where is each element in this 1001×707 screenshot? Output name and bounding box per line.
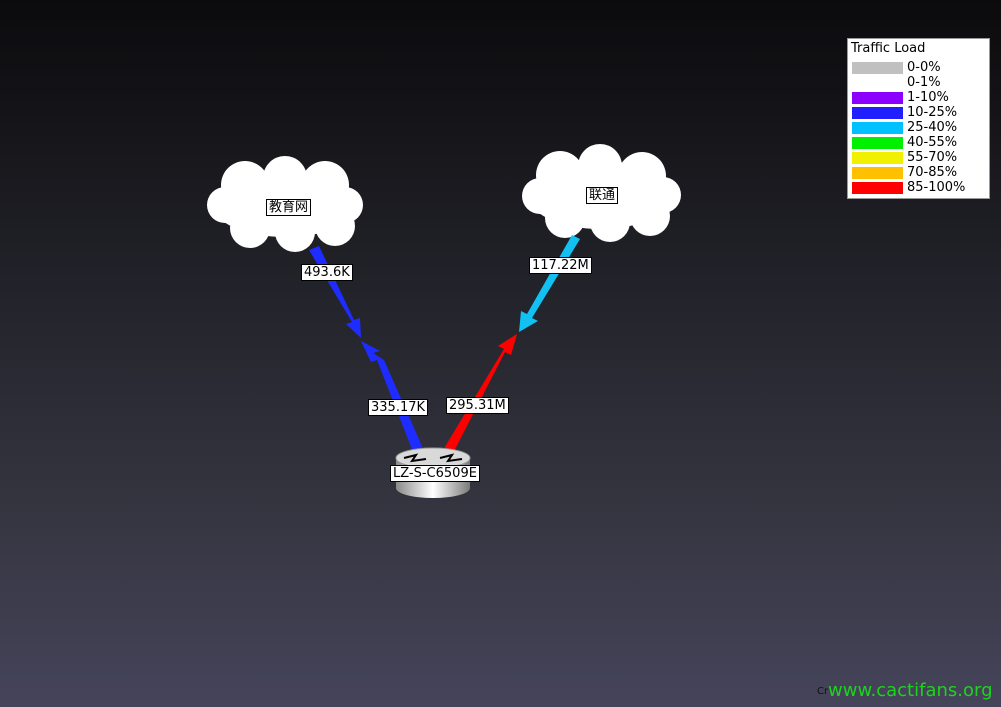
cloud-left-label: 教育网 [266, 199, 312, 216]
link-right-out-label: 295.31M [446, 397, 509, 414]
link-left-out-label: 335.17K [368, 399, 429, 416]
link-left-in-label: 493.6K [301, 264, 353, 281]
legend-item: 0-1% [852, 76, 988, 90]
watermark: www.cactifans.org [828, 680, 993, 701]
legend-label: 25-40% [907, 120, 958, 135]
legend-label: 0-1% [907, 75, 941, 90]
legend-swatch [852, 107, 903, 119]
legend-label: 1-10% [907, 90, 949, 105]
legend-label: 55-70% [907, 150, 958, 165]
legend-swatch [852, 167, 903, 179]
link-right-out-arrow[interactable] [440, 334, 517, 459]
legend-swatch [852, 122, 903, 134]
legend-item: 1-10% [852, 91, 988, 105]
footer-credit: Cr [817, 686, 829, 697]
router-label: LZ-S-C6509E [390, 465, 480, 482]
legend-swatch [852, 152, 903, 164]
legend-item: 0-0% [852, 61, 988, 75]
legend-swatch [852, 137, 903, 149]
legend-title: Traffic Load [851, 41, 926, 56]
legend-item: 40-55% [852, 136, 988, 150]
legend-item: 85-100% [852, 181, 988, 195]
legend-label: 85-100% [907, 180, 966, 195]
cloud-right-icon[interactable] [522, 144, 681, 242]
legend-item: 70-85% [852, 166, 988, 180]
legend-item: 55-70% [852, 151, 988, 165]
cloud-left-icon[interactable] [207, 156, 363, 252]
router-icon[interactable] [395, 447, 471, 498]
legend-item: 10-25% [852, 106, 988, 120]
legend-label: 10-25% [907, 105, 958, 120]
legend-label: 0-0% [907, 60, 941, 75]
legend-swatch [852, 62, 903, 74]
legend-swatch [852, 182, 903, 194]
traffic-load-legend: Traffic Load 0-0%0-1%1-10%10-25%25-40%40… [847, 38, 990, 199]
link-left-in-arrow[interactable] [309, 246, 361, 338]
legend-swatch [852, 92, 903, 104]
legend-swatch [852, 77, 903, 89]
legend-label: 40-55% [907, 135, 958, 150]
cloud-right-label: 联通 [586, 187, 619, 204]
link-right-in-arrow[interactable] [519, 235, 580, 332]
link-right-in-label: 117.22M [529, 257, 592, 274]
legend-label: 70-85% [907, 165, 958, 180]
legend-item: 25-40% [852, 121, 988, 135]
